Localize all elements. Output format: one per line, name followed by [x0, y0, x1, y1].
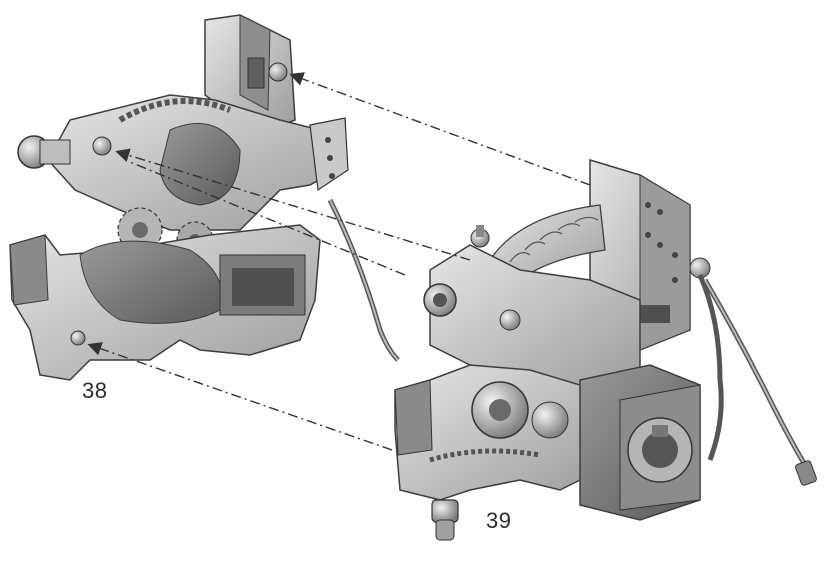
- callout-label-39: 39: [486, 508, 512, 533]
- callout-label-38: 38: [82, 378, 108, 403]
- housing-half-left: [17, 14, 349, 259]
- housing-lower-left: [9, 224, 321, 381]
- assembled-unit-right: [394, 158, 817, 541]
- assembly-leader-lines: [87, 72, 591, 451]
